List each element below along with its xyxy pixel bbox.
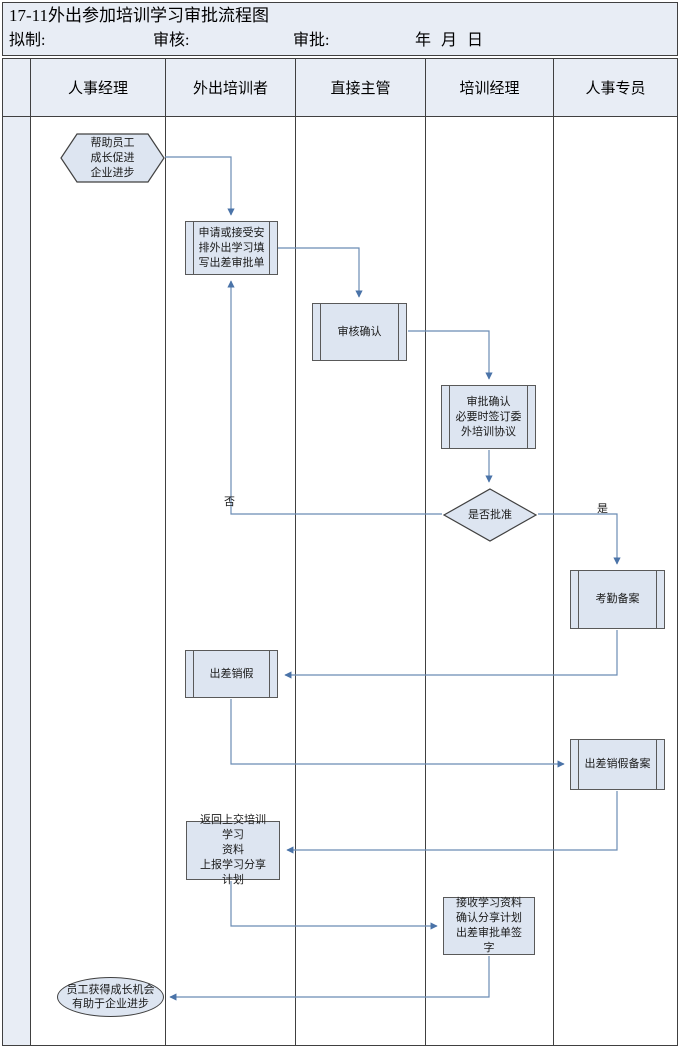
node-review-confirm[interactable]: 审核确认 [312,303,407,361]
node-review-confirm-label: 审核确认 [337,325,382,338]
edge-apply-to-review [278,247,363,298]
title-block: 17-11外出参加培训学习审批流程图 拟制: 审核: 审批: 年 月 日 [2,2,678,56]
approved-by-label: 审批: [293,32,330,49]
hexagon-shape [60,133,165,183]
lane-body-hr-manager [31,117,166,1045]
node-cancel-file[interactable]: 出差销假备案 [570,739,665,790]
edge-cancel-to-file [230,699,565,768]
page-title: 17-11外出参加培训学习审批流程图 [9,6,270,25]
node-apply-form-label: 申请或接受安排外出学习填写出差审批单 [198,226,265,269]
lane-body-spacer [3,117,31,1045]
lane-body-direct-supervisor [296,117,426,1045]
edge-review-to-approve [408,330,493,380]
edge-decision-yes [538,513,621,565]
node-end[interactable]: 员工获得成长机会有助于企业进步 [57,977,164,1017]
node-approve-confirm[interactable]: 审批确认必要时签订委外培训协议 [441,385,536,449]
node-return-material-label: 返回上交培训学习资料上报学习分享计划 [200,814,266,886]
node-decision[interactable]: 是否批准 [443,488,537,542]
edge-label-yes: 是 [597,503,608,515]
diamond-shape [443,488,537,542]
node-approve-confirm-label: 审批确认必要时签订委外培训协议 [455,395,522,438]
edge-label-no: 否 [224,496,235,508]
edge-receive-to-end [169,956,490,1001]
prepared-by-label: 拟制: [9,32,46,49]
node-end-label: 员工获得成长机会有助于企业进步 [66,984,155,1010]
node-travel-cancel[interactable]: 出差销假 [185,650,278,698]
node-attendance-file-label: 考勤备案 [595,593,640,605]
lane-body-training-manager [426,117,554,1045]
lane-header-spacer [3,59,31,117]
edge-return-to-receive [230,881,438,930]
node-start-label: 帮助员工成长促进企业进步 [90,136,135,179]
node-return-material[interactable]: 返回上交培训学习资料上报学习分享计划 [186,814,280,886]
edge-decision-no [227,280,442,515]
edge-start-to-apply [165,156,235,216]
node-receive-material[interactable]: 接收学习资料确认分享计划出差审批单签字 [443,897,535,955]
lane-header-hr-specialist: 人事专员 [554,59,677,117]
node-decision-label: 是否批准 [468,508,512,521]
reviewed-by-label: 审核: [153,32,190,49]
date-label: 年 月 日 [415,32,487,49]
node-apply-form[interactable]: 申请或接受安排外出学习填写出差审批单 [185,221,278,275]
edge-attendance-to-cancel [284,630,618,679]
edge-file-to-return [286,791,618,854]
node-attendance-file[interactable]: 考勤备案 [570,570,665,629]
node-travel-cancel-label: 出差销假 [209,667,254,680]
lane-header-direct-supervisor: 直接主管 [296,59,426,117]
node-receive-material-label: 接收学习资料确认分享计划出差审批单签字 [456,897,522,954]
lane-header-trainee: 外出培训者 [166,59,296,117]
node-start[interactable]: 帮助员工成长促进企业进步 [60,133,165,183]
lane-header-hr-manager: 人事经理 [31,59,166,117]
node-cancel-file-label: 出差销假备案 [584,758,651,770]
lane-header-training-manager: 培训经理 [426,59,554,117]
